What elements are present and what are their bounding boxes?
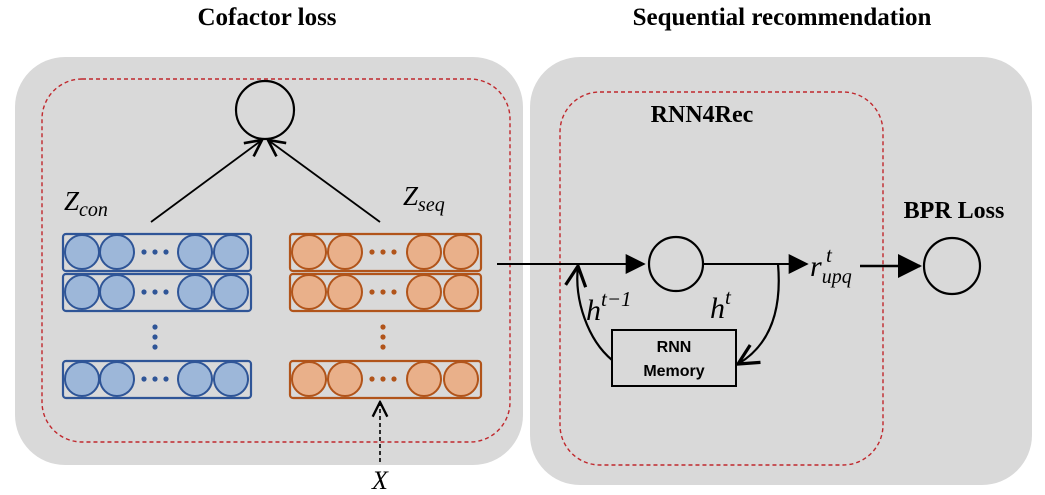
h-prev-base: h — [586, 294, 601, 327]
rnn4rec-dashed-region — [559, 91, 884, 466]
z-seq-vertical-ellipsis-icon — [380, 324, 386, 350]
title-sequential-recommendation: Sequential recommendation — [633, 4, 932, 31]
z-seq-subscript: seq — [418, 194, 445, 216]
cofactor-output-node — [234, 79, 296, 141]
z-con-vector-row-2 — [61, 272, 253, 313]
cofactor-dashed-region — [41, 78, 511, 443]
z-con-vector-row-1 — [61, 232, 253, 273]
score-r-subscript: upq — [822, 266, 852, 288]
z-con-base: Z — [64, 186, 80, 216]
rnn4rec-label: RNN4Rec — [651, 102, 754, 128]
z-con-to-output-edge — [150, 140, 262, 223]
sequential-panel — [530, 57, 1032, 485]
score-r-base: r — [810, 250, 822, 283]
score-r-superscript: t — [826, 243, 833, 267]
h-t-label: ht — [710, 285, 732, 325]
bpr-loss-node — [922, 236, 982, 296]
z-con-vertical-ellipsis-icon — [152, 324, 158, 350]
title-cofactor-loss: Cofactor loss — [197, 4, 336, 31]
score-r-label: rupq — [810, 250, 852, 288]
z-seq-to-output-edge — [268, 140, 381, 223]
z-seq-vector-row-last — [288, 359, 483, 400]
h-t-base: h — [710, 292, 725, 325]
h-t-superscript: t — [725, 285, 732, 309]
z-seq-label: Zseq — [403, 181, 445, 216]
rnn-memory-label-line1: RNN — [657, 339, 692, 356]
z-con-subscript: con — [79, 199, 108, 221]
cofactor-panel — [15, 57, 523, 465]
h-prev-label: ht−1 — [586, 287, 632, 327]
h-t-to-memory-edge — [738, 263, 780, 364]
rnn-memory-label-line2: Memory — [643, 363, 704, 380]
h-prev-superscript: t−1 — [601, 287, 632, 311]
z-seq-vector-row-1 — [288, 232, 483, 273]
z-seq-base: Z — [403, 181, 419, 211]
z-con-vector-row-last — [61, 359, 253, 400]
x-input-label: X — [371, 466, 389, 495]
bpr-loss-label: BPR Loss — [904, 198, 1005, 224]
z-con-label: Zcon — [64, 186, 108, 221]
memory-to-rnn-edge — [577, 266, 613, 361]
z-seq-vector-row-2 — [288, 272, 483, 313]
rnn-memory-box — [611, 329, 737, 387]
